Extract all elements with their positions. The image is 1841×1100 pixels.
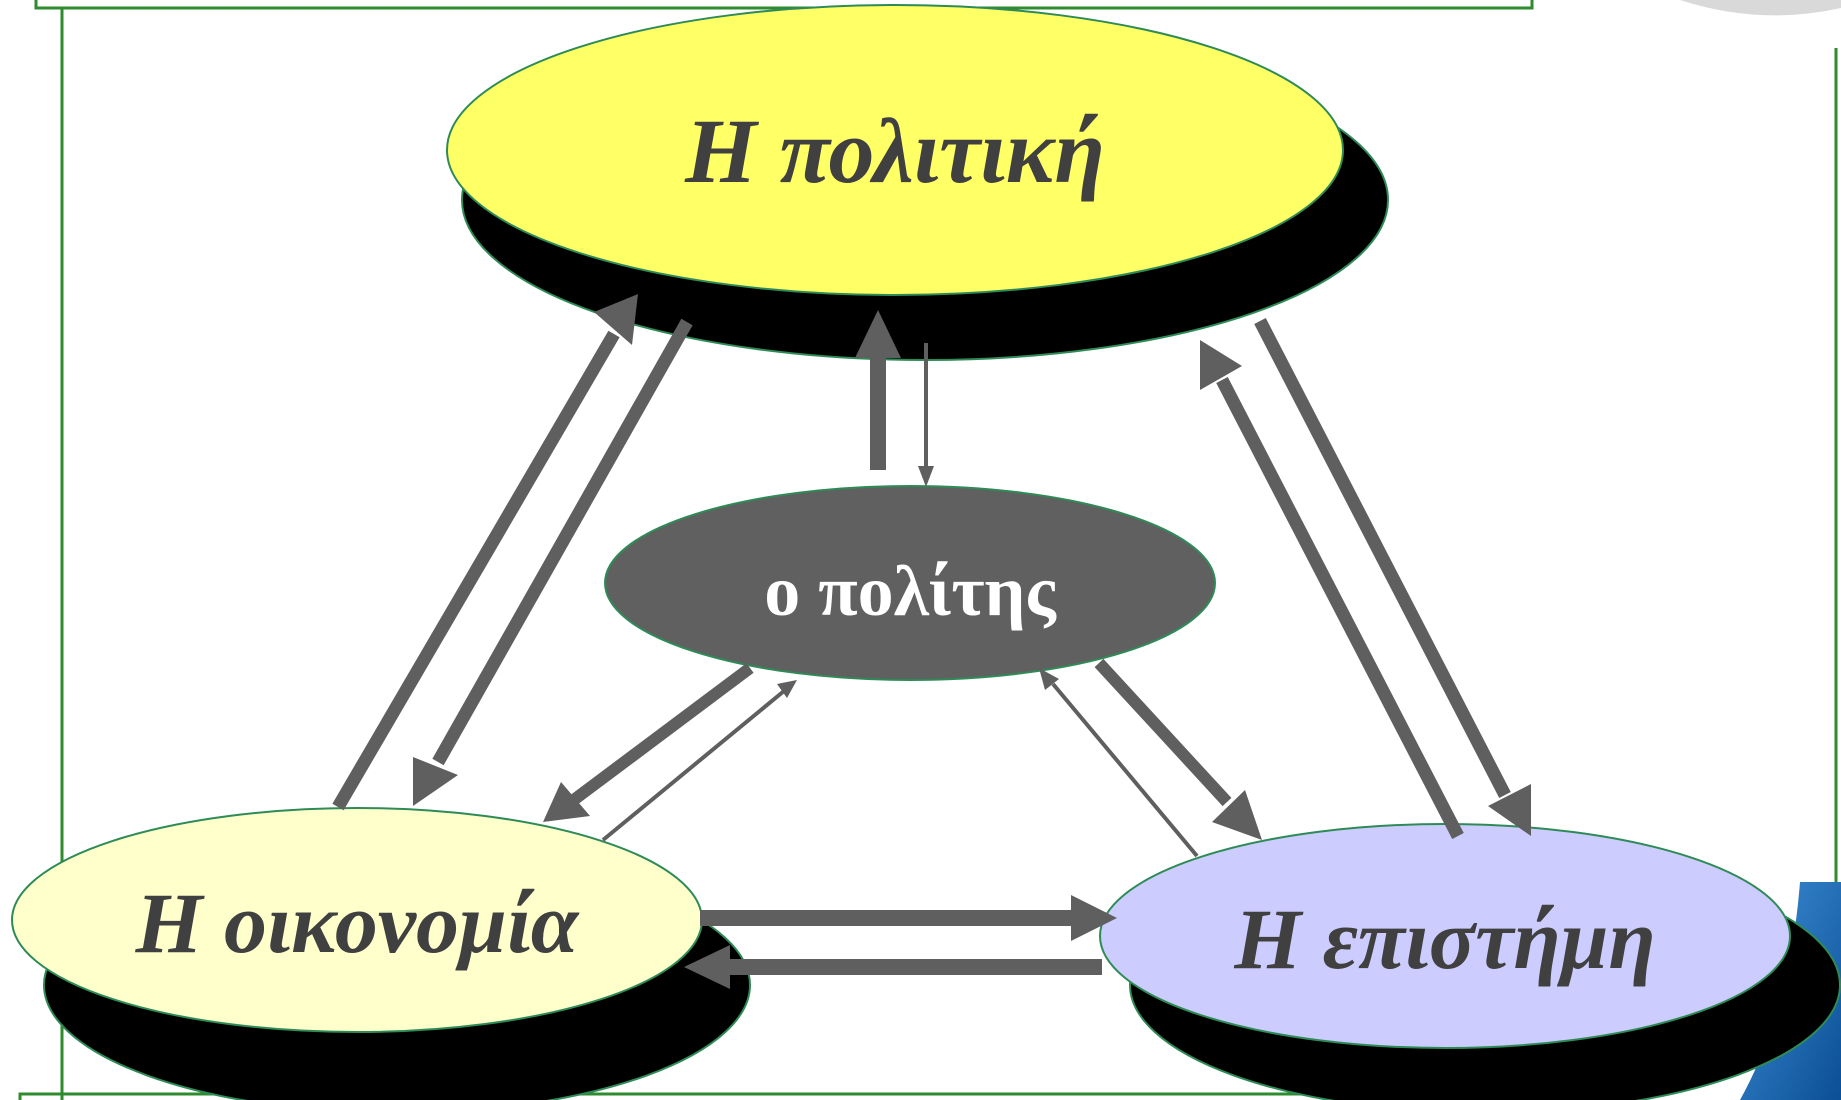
arrowhead-citizen-to-politics (855, 310, 901, 358)
arrowhead-science-to-politics (1200, 340, 1242, 390)
arrow-science-to-citizen (1051, 682, 1199, 858)
arrow-citizen-to-science (1094, 658, 1232, 807)
node-politics: Η πολιτική (446, 4, 1389, 361)
arrowhead-science-to-economy (684, 945, 730, 989)
arrows (332, 294, 1531, 989)
node-science: Η επιστήμη (1099, 823, 1841, 1100)
politics-label: Η πολιτική (684, 100, 1105, 202)
arrow-economy-to-citizen (601, 689, 786, 842)
arrowhead-politics-to-science (1488, 784, 1531, 836)
citizen-ellipse (604, 485, 1216, 681)
top-title-box (34, 0, 1534, 10)
economy-label: Η οικονομία (135, 875, 580, 971)
arrow-economy-to-politics (332, 330, 620, 811)
arrowhead-science-to-citizen (1039, 668, 1059, 690)
arrow-citizen-to-economy (571, 663, 754, 804)
arrowhead-economy-to-science (1071, 895, 1117, 941)
citizen-label: ο πολίτης (764, 551, 1057, 631)
arrow-science-to-politics (1216, 377, 1464, 839)
bottom-box (18, 1092, 1426, 1100)
arrow-politics-to-economy (432, 318, 693, 766)
politics-ellipse (446, 4, 1344, 296)
arrowhead-citizen-to-economy (543, 782, 590, 822)
node-citizen: ο πολίτης (604, 485, 1216, 681)
node-economy: Η οικονομία (11, 807, 751, 1100)
arrow-politics-to-science (1254, 318, 1511, 798)
arrowhead-politics-to-citizen (918, 466, 934, 487)
arrowhead-citizen-to-science (1212, 790, 1262, 840)
science-label: Η επιστήμη (1233, 891, 1655, 987)
corner-swoosh-top-right (1680, 0, 1841, 16)
arrowhead-economy-to-citizen (777, 680, 797, 698)
arrowhead-politics-to-economy (413, 757, 458, 806)
arrowhead-economy-to-politics (594, 294, 638, 345)
